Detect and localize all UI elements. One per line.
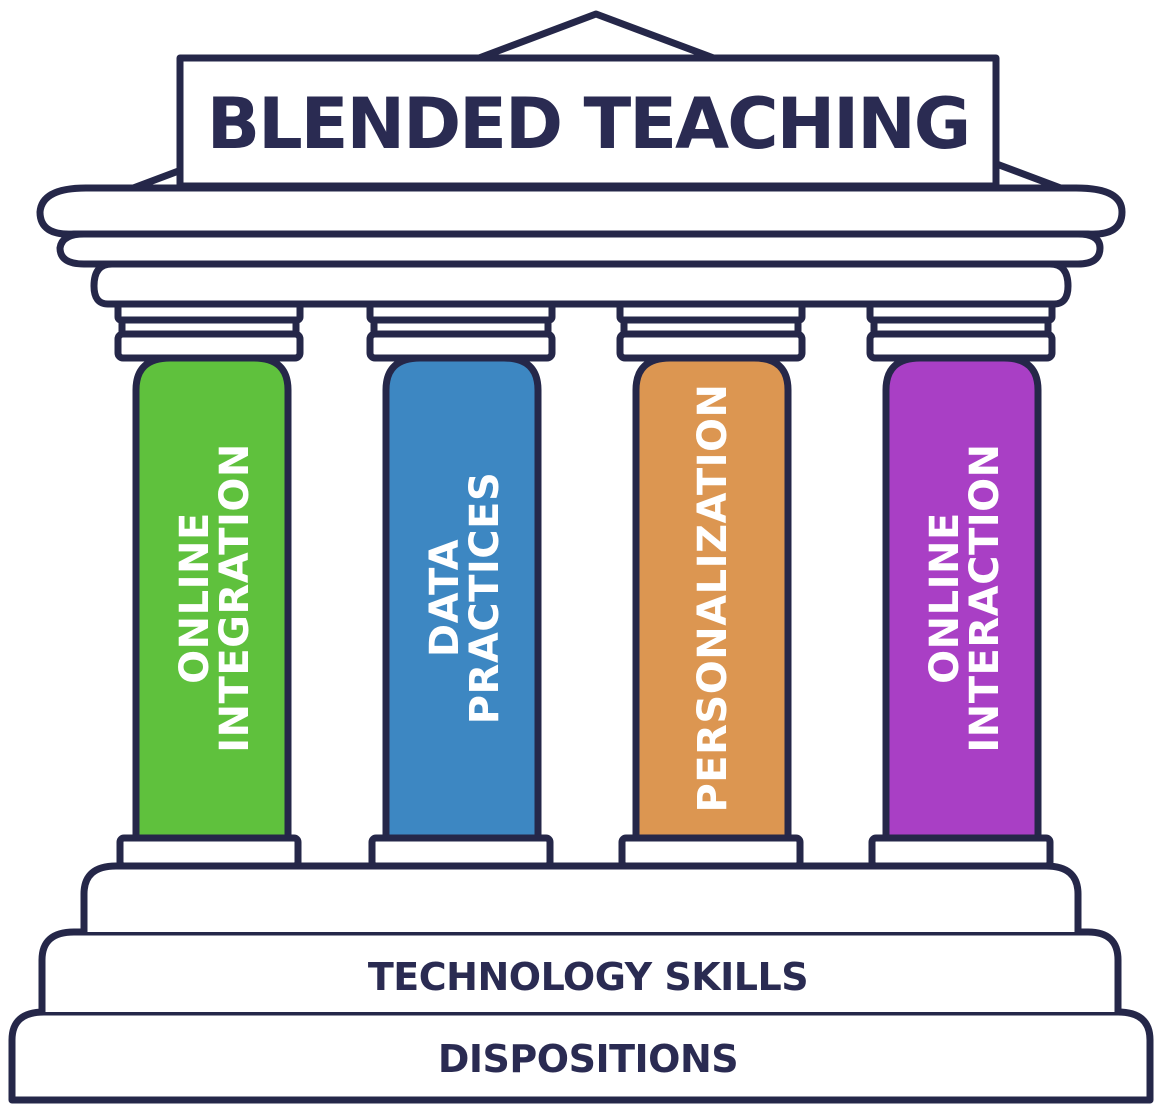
step-label-dispositions: DISPOSITIONS <box>438 1037 738 1081</box>
pillar-label-4-line-2: INTERACTION <box>962 443 1008 752</box>
pillar-base-3 <box>618 834 804 870</box>
pillar-label-1: ONLINE INTEGRATION <box>172 443 258 753</box>
pillar-shaft-4 <box>882 354 1042 842</box>
pillar-label-1-line-2: INTEGRATION <box>212 443 258 753</box>
pillar-label-1-line-1: ONLINE <box>172 512 218 684</box>
pillar-label-3-line-1: PERSONALIZATION <box>690 383 736 812</box>
pillar-shaft-1 <box>132 354 292 842</box>
pillar-label-3: PERSONALIZATION <box>690 383 736 812</box>
pillar-label-2: DATA PRACTICES <box>422 472 508 725</box>
base-step-top <box>80 862 1082 932</box>
pillar-base-4 <box>868 834 1054 870</box>
pillar-base-1 <box>116 834 302 870</box>
pillar-shaft-2 <box>382 354 542 842</box>
diagram-title: BLENDED TEACHING <box>207 83 970 165</box>
pillar-label-2-line-2: PRACTICES <box>462 472 508 725</box>
cornice-lower <box>90 260 1072 308</box>
pillar-base-2 <box>368 834 554 870</box>
cornice-top <box>36 184 1126 238</box>
temple-structure <box>8 10 1154 1104</box>
pillar-capital-2 <box>366 300 556 362</box>
pillar-label-4-line-1: ONLINE <box>922 512 968 684</box>
cornice-middle <box>56 230 1104 268</box>
pillar-capital-4 <box>866 300 1056 362</box>
pillar-label-4: ONLINE INTERACTION <box>922 443 1008 752</box>
pillar-shaft-3 <box>632 354 792 842</box>
step-label-technology-skills: TECHNOLOGY SKILLS <box>368 955 808 999</box>
pillar-label-2-line-1: DATA <box>422 539 468 657</box>
pillar-capital-1 <box>114 300 304 362</box>
pillar-capital-3 <box>616 300 806 362</box>
